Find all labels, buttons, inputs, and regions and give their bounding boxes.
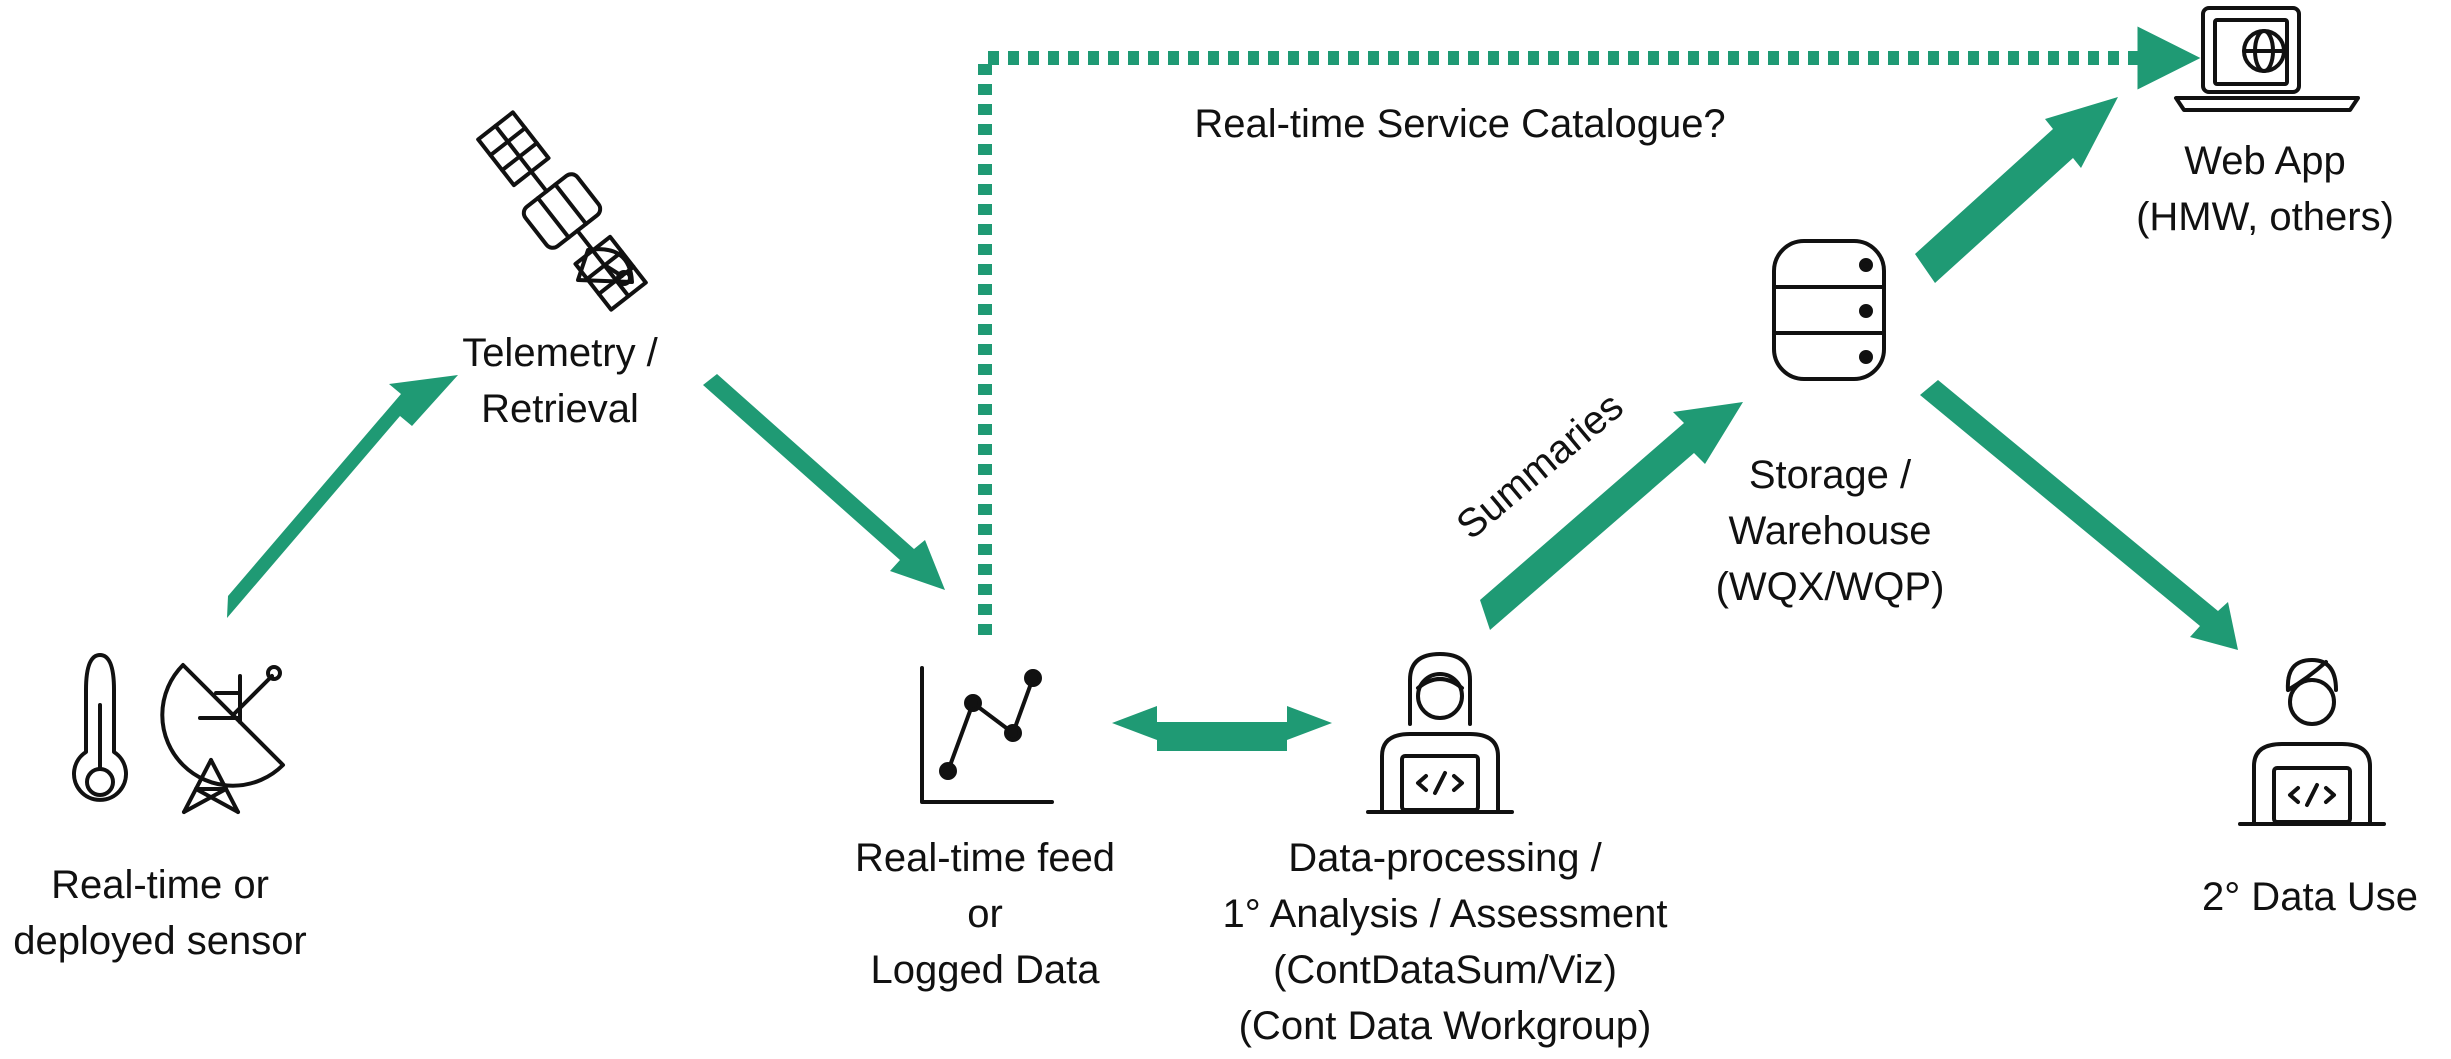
processing-label-line-2: 1° Analysis / Assessment	[1222, 892, 1668, 936]
feed-label-line-2: or	[967, 892, 1003, 936]
secondary-use-label-line-1: 2° Data Use	[2201, 875, 2419, 919]
telemetry-label: Telemetry / Retrieval	[430, 325, 690, 437]
arrow-processing-to-storage	[1480, 402, 1743, 630]
storage-label-line-3: (WQX/WQP)	[1715, 565, 1945, 609]
telemetry-label-line-2: Retrieval	[481, 387, 639, 431]
thermometer-icon	[72, 653, 128, 802]
arrow-storage-to-secondary	[1920, 380, 2238, 650]
line-chart-icon	[920, 666, 1054, 804]
arrow-storage-to-webapp	[1915, 97, 2118, 283]
sensor-label-line-1: Real-time or	[51, 863, 269, 907]
storage-label: Storage / Warehouse (WQX/WQP)	[1690, 447, 1970, 615]
secondary-use-label: 2° Data Use	[2190, 869, 2430, 925]
feed-label: Real-time feed or Logged Data	[830, 830, 1140, 998]
storage-label-line-1: Storage /	[1748, 453, 1912, 497]
processing-label: Data-processing / 1° Analysis / Assessme…	[1200, 830, 1690, 1054]
processing-label-line-4: (Cont Data Workgroup)	[1238, 1004, 1652, 1048]
person-laptop-code-icon	[1366, 652, 1514, 814]
arrow-sensor-to-telemetry	[227, 375, 458, 618]
webapp-label: Web App (HMW, others)	[2100, 133, 2430, 245]
arrow-telemetry-to-feed	[703, 374, 945, 590]
storage-label-line-2: Warehouse	[1728, 509, 1932, 553]
feed-label-line-3: Logged Data	[870, 948, 1100, 992]
processing-label-line-1: Data-processing /	[1288, 836, 1602, 880]
telemetry-label-line-1: Telemetry /	[462, 331, 658, 375]
arrows	[227, 26, 2238, 751]
webapp-label-line-1: Web App	[2184, 139, 2346, 183]
arrow-feed-processing-bidirectional	[1112, 706, 1332, 751]
database-icon	[1772, 239, 1886, 381]
processing-label-line-3: (ContDataSum/Viz)	[1273, 948, 1617, 992]
satellite-icon	[476, 110, 648, 312]
feed-label-line-1: Real-time feed	[854, 836, 1116, 880]
person-laptop-code-icon	[2238, 658, 2386, 826]
laptop-globe-icon	[2174, 6, 2360, 112]
webapp-label-line-2: (HMW, others)	[2136, 195, 2394, 239]
satellite-dish-icon	[160, 663, 285, 814]
sensor-label: Real-time or deployed sensor	[10, 857, 310, 969]
catalogue-label: Real-time Service Catalogue?	[1194, 102, 1726, 146]
sensor-label-line-2: deployed sensor	[13, 919, 307, 963]
